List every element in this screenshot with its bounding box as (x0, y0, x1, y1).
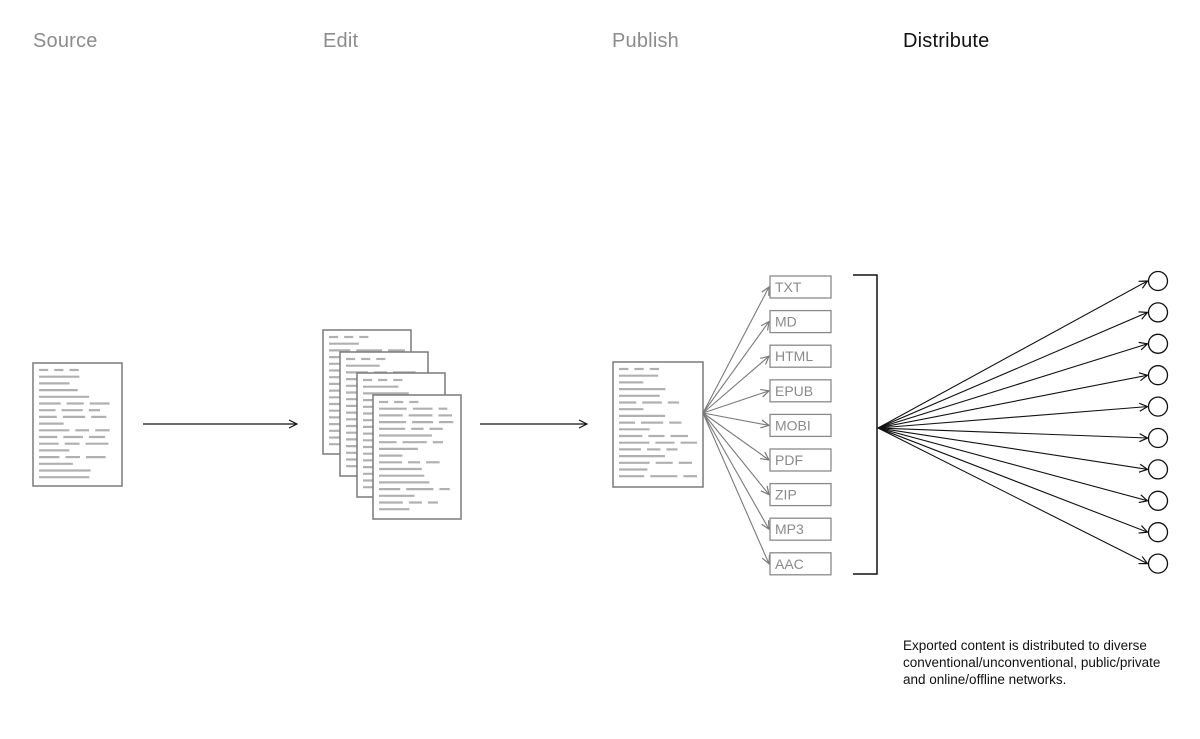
network-node-1 (1147, 270, 1169, 292)
format-arrow (702, 412, 769, 529)
format-arrow (702, 412, 769, 564)
stage-label-publish: Publish (612, 30, 679, 52)
stage-label-source: Source (33, 30, 98, 52)
distribution-arrow (877, 344, 1148, 429)
format-arrow (702, 412, 769, 460)
format-label: PDF (775, 452, 803, 468)
edit-page-4 (372, 394, 462, 520)
format-label: HTML (775, 348, 813, 364)
network-nodes (1147, 270, 1169, 574)
distribution-arrow (877, 312, 1148, 429)
network-node-5 (1147, 396, 1169, 417)
distribution-arrows (877, 281, 1148, 564)
network-node-2 (1147, 302, 1169, 323)
format-box-pdf: PDF (769, 448, 832, 472)
formats-bracket (853, 274, 878, 575)
format-label: ZIP (775, 487, 797, 503)
stage-label-edit: Edit (323, 30, 359, 52)
format-box-zip: ZIP (769, 482, 832, 507)
format-box-md: MD (769, 309, 832, 334)
format-label: AAC (775, 556, 804, 572)
network-node-10 (1147, 553, 1169, 574)
format-arrows (702, 287, 769, 564)
source-document-icon (32, 362, 123, 487)
distribution-arrow (877, 281, 1148, 429)
format-label: MP3 (775, 521, 804, 537)
format-arrow (702, 356, 769, 414)
format-box-mp3: MP3 (769, 517, 832, 541)
network-node-9 (1147, 522, 1169, 543)
stage-label-distribute: Distribute (903, 30, 990, 52)
network-node-4 (1147, 365, 1169, 386)
format-arrow (702, 391, 769, 414)
source-page (32, 362, 123, 487)
distribution-arrow (877, 427, 1148, 501)
format-arrow (702, 412, 769, 425)
network-node-3 (1147, 333, 1169, 354)
format-label: MD (775, 314, 797, 330)
format-box-aac: AAC (769, 552, 832, 576)
distribution-arrow (877, 407, 1148, 429)
publish-document-icon (612, 361, 704, 488)
edited-documents-stack-icon (322, 329, 462, 520)
distribution-arrow (877, 427, 1148, 438)
distribution-arrow (877, 375, 1148, 429)
publish-page (612, 361, 704, 488)
format-box-mobi: MOBI (769, 413, 832, 438)
network-node-7 (1147, 459, 1169, 480)
format-label: TXT (775, 279, 802, 295)
format-box-epub: EPUB (769, 379, 832, 403)
distribution-note: Exported content is distributed to diver… (903, 638, 1161, 687)
format-box-txt: TXT (769, 275, 832, 299)
format-label: MOBI (775, 417, 811, 433)
distribution-arrow (877, 427, 1148, 532)
network-node-8 (1147, 490, 1169, 511)
distribution-arrow (877, 427, 1148, 564)
format-box-html: HTML (769, 344, 832, 368)
format-arrow (702, 412, 769, 495)
format-arrow (702, 287, 769, 414)
format-arrow (702, 322, 769, 414)
format-label: EPUB (775, 383, 813, 399)
network-node-6 (1147, 427, 1169, 449)
distribution-arrow (877, 427, 1148, 469)
